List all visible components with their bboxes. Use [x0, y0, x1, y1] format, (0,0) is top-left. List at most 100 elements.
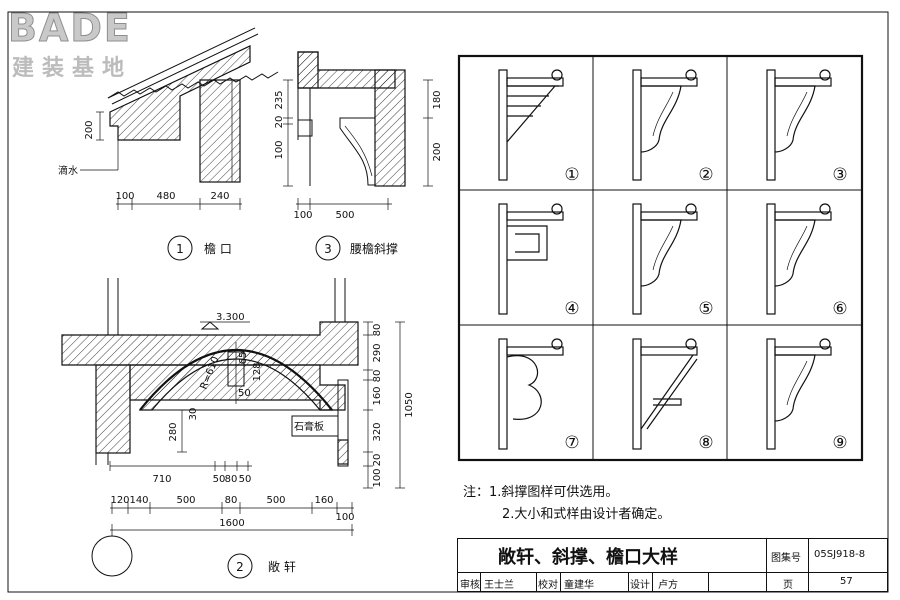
- pavilion-dim-right-3: 80: [372, 370, 383, 383]
- pavilion-dim-mid-1: 710: [152, 474, 171, 485]
- title-block-row-1: 敞轩、斜撑、檐口大样 图集号 05SJ918-8: [458, 539, 887, 573]
- dim-128: 128: [252, 362, 263, 381]
- pavilion-total-width: 1600: [219, 518, 244, 529]
- bracket-label-7: ⑦: [564, 433, 579, 453]
- bracket-7-drawing: [498, 338, 564, 450]
- pavilion-dim-right-6: 20: [372, 454, 383, 467]
- roof-tiles: [107, 27, 279, 105]
- bracket-3-drawing: [766, 69, 832, 181]
- note-line-2: 2.大小和式样由设计者确定。: [463, 504, 843, 526]
- detail-1-eave: [80, 27, 279, 210]
- dim-50-arch: 50: [238, 388, 251, 399]
- check-label: 校对: [538, 580, 558, 591]
- detail-3-number: 3: [324, 242, 332, 256]
- brace-dim-left-1: 235: [274, 90, 285, 109]
- brace-dim-left-3: 100: [274, 140, 285, 159]
- eave-wall: [199, 79, 241, 183]
- bade-logo: BADE 建装基地: [8, 6, 168, 82]
- pavilion-dim-bottom-2: 140: [129, 495, 148, 506]
- bracket-grid: [457, 54, 864, 462]
- drawing-title: 敞轩、斜撑、檐口大样: [498, 547, 678, 568]
- detail-3-marker: [315, 235, 341, 261]
- pavilion-total-height: 1050: [404, 392, 415, 417]
- brace-dim-right-2: 200: [432, 142, 443, 161]
- note-prefix: 注：: [463, 485, 490, 500]
- brace-dim-bottom-1: 100: [293, 210, 312, 221]
- pavilion-dim-right-7: 100: [372, 468, 383, 487]
- pavilion-dim-right-4: 160: [372, 386, 383, 405]
- detail-2-title: 敞 轩: [268, 559, 296, 574]
- pavilion-dim-right-1: 80: [372, 324, 383, 337]
- atlas-label: 图集号: [771, 553, 801, 564]
- bracket-8-drawing: [632, 338, 698, 450]
- bracket-label-6: ⑥: [832, 299, 847, 319]
- title-block: 敞轩、斜撑、檐口大样 图集号 05SJ918-8 审核 王士兰 校对 童建华 设…: [457, 538, 888, 592]
- brace-dim-bottom-2: 500: [335, 210, 354, 221]
- brace-dim-right-1: 180: [432, 90, 443, 109]
- bracket-shapes: [498, 69, 832, 450]
- pavilion-dim-bottom-7: 100: [335, 512, 354, 523]
- gypsum-board-label: 石膏板: [294, 420, 324, 433]
- atlas-number: 05SJ918-8: [814, 549, 866, 560]
- detail-1-title: 檐 口: [204, 242, 232, 256]
- design-name: 卢方: [658, 580, 678, 591]
- bracket-label-8: ⑧: [698, 433, 713, 453]
- brace-dim-left-2: 20: [274, 116, 285, 129]
- bracket-6-drawing: [766, 203, 832, 315]
- bracket-2-drawing: [632, 69, 698, 181]
- detail-2-number: 2: [236, 560, 244, 574]
- pavilion-dim-bottom-3: 500: [176, 495, 195, 506]
- pavilion-dim-bottom-5: 500: [266, 495, 285, 506]
- pavilion-dim-bottom-4: 80: [225, 495, 238, 506]
- note-line-1: 注：1.斜撑图样可供选用。: [463, 482, 843, 504]
- check-name: 童建华: [564, 580, 594, 591]
- pavilion-dim-right-5: 320: [372, 422, 383, 441]
- bracket-label-1: ①: [564, 165, 579, 185]
- eave-dim-bottom-1: 100: [115, 191, 134, 202]
- pavilion-dim-mid-2: 50: [213, 474, 226, 485]
- sheet-border: [7, 11, 889, 593]
- drip-label: 滴水: [58, 164, 78, 177]
- pavilion-dim-right-2: 290: [372, 343, 383, 362]
- bracket-1-drawing: [498, 69, 564, 181]
- bracket-label-2: ②: [698, 165, 713, 185]
- bracket-4-drawing: [498, 203, 564, 315]
- detail-3-brace: [283, 51, 433, 210]
- dim-30: 30: [188, 408, 199, 421]
- bracket-label-3: ③: [832, 165, 847, 185]
- bracket-9-drawing: [766, 338, 832, 450]
- eave-slab: [109, 45, 251, 141]
- dim-65: 65: [238, 352, 249, 365]
- detail-1-number: 1: [176, 242, 184, 256]
- brace-profile: [339, 117, 376, 186]
- pavilion-slab: [61, 321, 359, 366]
- bracket-label-4: ④: [564, 299, 579, 319]
- eave-dim-200: 200: [84, 120, 95, 139]
- eave-dim-bottom-3: 240: [210, 191, 229, 202]
- notes: 注：1.斜撑图样可供选用。 2.大小和式样由设计者确定。: [463, 482, 843, 526]
- detail-3-title: 腰檐斜撑: [350, 241, 398, 256]
- detail-2-pavilion: [61, 278, 405, 577]
- bracket-5-drawing: [632, 203, 698, 315]
- pavilion-dim-mid-3: 80: [225, 474, 238, 485]
- level-3300: 3.300: [216, 312, 245, 323]
- note-2-text: 2.大小和式样由设计者确定。: [502, 507, 671, 522]
- design-label: 设计: [630, 580, 650, 591]
- pavilion-dim-bottom-1: 120: [110, 495, 129, 506]
- logo-sub-text: 建装基地: [12, 56, 133, 81]
- note-1-text: 1.斜撑图样可供选用。: [489, 485, 619, 500]
- bracket-label-9: ⑨: [832, 433, 847, 453]
- review-label: 审核: [460, 580, 480, 591]
- detail-1-marker: [167, 235, 193, 261]
- page-number: 57: [840, 576, 853, 587]
- bracket-label-5: ⑤: [698, 299, 713, 319]
- detail-2-marker: [227, 553, 253, 579]
- dim-280: 280: [168, 422, 179, 441]
- pavilion-dim-bottom-6: 160: [314, 495, 333, 506]
- pavilion-dim-mid-4: 50: [239, 474, 252, 485]
- logo-main-text: BADE: [8, 6, 132, 51]
- review-name: 王士兰: [484, 580, 514, 591]
- page-label: 页: [783, 580, 793, 591]
- eave-dim-bottom-2: 480: [156, 191, 175, 202]
